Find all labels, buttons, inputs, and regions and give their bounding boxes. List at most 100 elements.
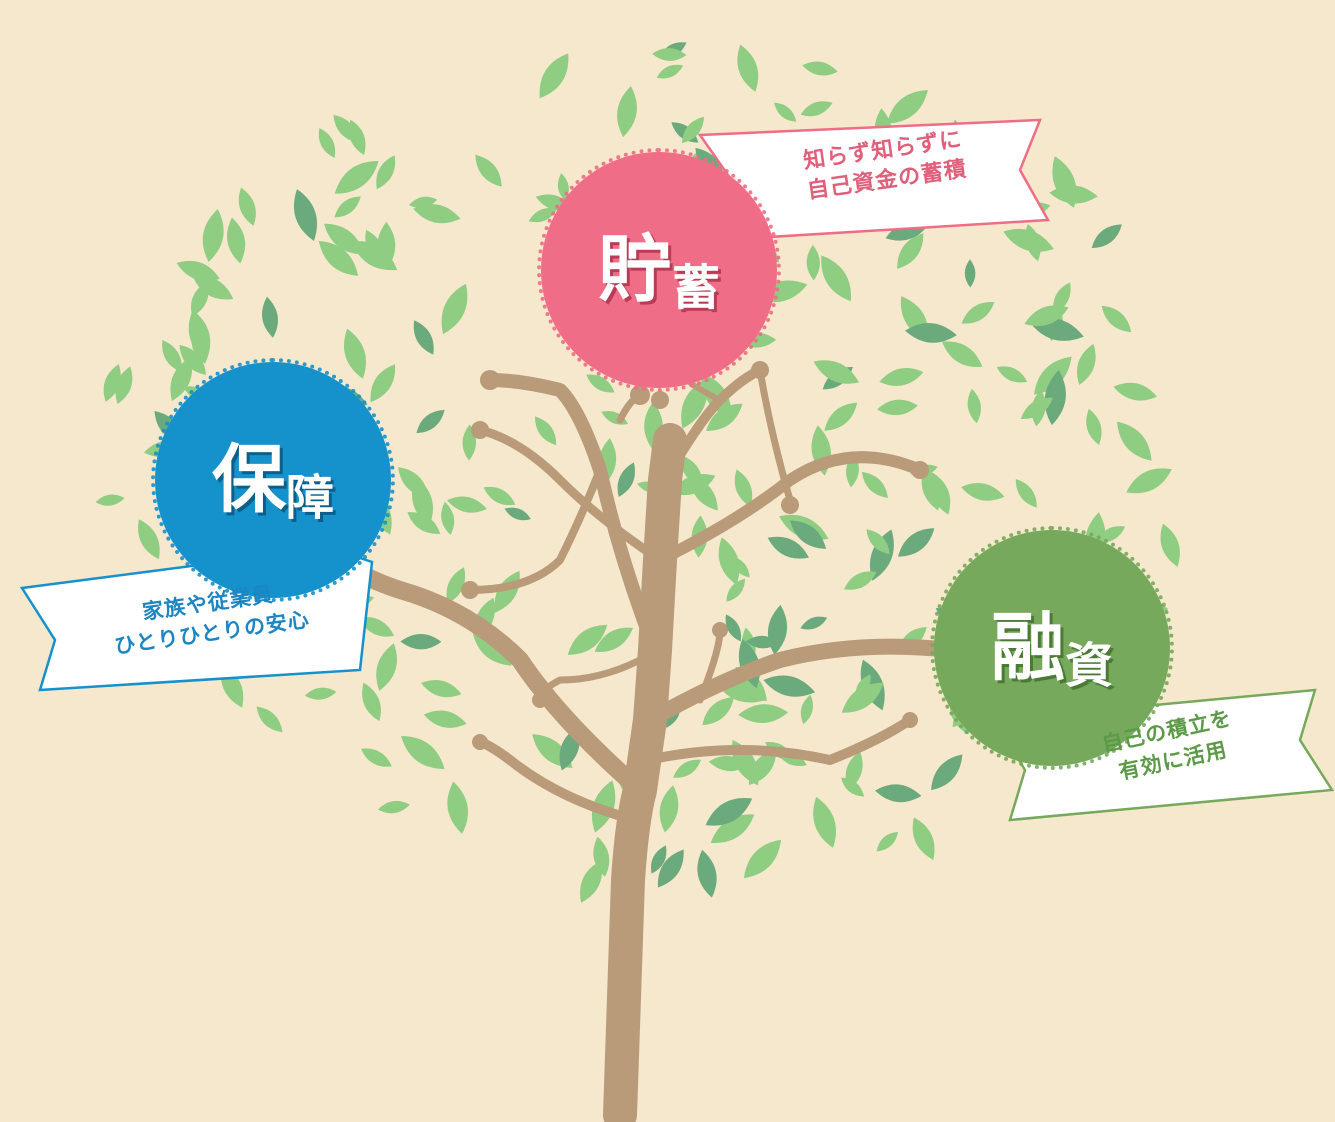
leaf [1126,468,1172,494]
leaf [138,519,160,560]
leaf [334,196,361,218]
leaf [767,604,788,655]
leaf [162,340,182,373]
leaf [967,388,981,424]
leaf [115,366,133,405]
leaf [821,255,851,302]
leaf [774,102,797,122]
leaf [1117,421,1152,461]
leaf [447,781,469,834]
hosho-circle-edge [151,358,395,602]
leaf [710,814,755,843]
leaf [413,320,434,355]
leaf [921,466,941,511]
leaf [441,501,455,535]
leaf [866,529,890,555]
leaf [708,755,749,772]
leaf [689,475,718,511]
leaf [401,736,445,769]
leaf [738,704,789,723]
leaf [535,416,557,446]
hosho-circle: 保 障 [151,358,395,602]
leaf [735,666,767,702]
leaf [504,507,531,521]
leaf [657,849,684,888]
leaf [869,529,894,581]
leaf [377,800,410,814]
leaf [800,694,813,725]
leaf [318,128,336,158]
leaf [475,154,502,187]
leaf [1015,479,1037,508]
leaf [1031,389,1046,427]
leaf [861,471,889,498]
yushi-circle: 融 資 [930,526,1174,770]
leaf [365,229,384,265]
leaf [1044,370,1066,426]
leaf [376,643,397,691]
leaf [806,244,820,281]
leaf [673,759,702,778]
leaf [408,196,438,209]
leaf [617,462,635,497]
leaf [483,486,516,506]
leaf [262,296,278,338]
leaf [446,496,487,513]
leaf [202,208,224,263]
leaf [191,327,208,364]
leaf [400,634,442,650]
leaf [767,536,809,559]
leaf [318,240,359,276]
leaf [855,674,871,699]
leaf [964,259,976,288]
leaf [176,260,220,281]
leaf [737,44,759,92]
leaf [813,360,860,384]
leaf [743,839,782,879]
leaf [362,682,381,722]
leaf [413,204,461,224]
leaf [942,341,983,367]
leaf [586,374,615,393]
chochiku-circle-edge [537,148,781,392]
leaf [802,61,838,76]
leaf [348,119,366,155]
leaf [472,630,512,666]
leaf [580,860,603,903]
leaf [886,90,928,124]
leaf [416,409,445,434]
leaf [376,155,396,190]
leaf [170,357,192,401]
leaf [179,344,206,375]
leaf [421,680,462,698]
leaf [877,399,918,416]
leaf [361,748,392,767]
yushi-circle-edge [930,526,1174,770]
leaf [423,710,467,728]
leaf [912,817,935,860]
leaf [334,160,379,194]
leaf [726,578,746,602]
leaf [256,706,283,733]
leaf [358,617,395,637]
leaf [103,364,121,402]
leaf [1160,523,1180,567]
leaf [226,217,246,264]
leaf [656,64,684,79]
leaf [875,784,922,803]
chochiku-circle: 貯 蓄 [537,148,781,392]
leaf [800,616,828,630]
leaf [398,467,429,498]
leaf [1053,282,1071,314]
leaf [879,368,924,386]
leaf [697,849,717,898]
leaf [790,520,827,549]
leaf [843,571,877,590]
leaf [813,796,836,848]
leaf [734,469,753,507]
leaf [1086,408,1102,445]
leaf [961,302,995,324]
leaf [1091,224,1122,249]
leaf [370,364,396,403]
leaf [725,614,742,642]
